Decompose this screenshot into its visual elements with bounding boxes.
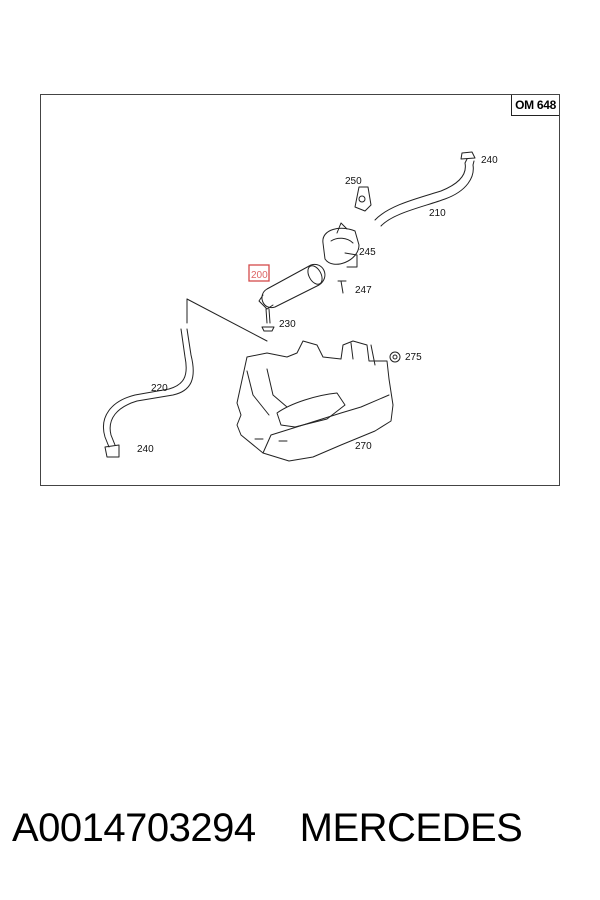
part-number: A0014703294 [12,806,256,850]
product-caption: A0014703294 MERCEDES [12,806,592,851]
part-label-220: 220 [151,383,168,394]
part-label-245: 245 [359,247,376,258]
fuel-filter-200 [261,263,326,309]
clamp-240-top [460,151,476,160]
clamp-240-bottom [104,444,120,458]
part-label-200: 200 [251,270,268,281]
flange-245 [322,227,360,265]
parts-diagram: 240 250 210 245 200 247 230 275 220 270 … [103,151,498,462]
part-label-270: 270 [355,441,372,452]
parts-diagram-frame: 240 250 210 245 200 247 230 275 220 270 … [40,94,560,486]
part-label-247: 247 [355,285,372,296]
bracket-250 [354,186,372,212]
hose-220 [109,328,194,446]
hose-210 [374,158,468,221]
part-label-230: 230 [279,319,296,330]
part-label-275: 275 [405,352,422,363]
part-label-250: 250 [345,176,362,187]
part-label-210: 210 [429,208,446,219]
bolt-230 [265,308,271,324]
washer-275 [389,351,401,363]
brand-name: MERCEDES [299,806,523,850]
part-label-240: 240 [481,155,498,166]
screw-247 [337,280,347,294]
engine-code-badge: OM 648 [511,95,559,116]
part-label-240-lower: 240 [137,444,154,455]
tank-270 [236,340,394,462]
highlight-box-200 [248,264,270,282]
